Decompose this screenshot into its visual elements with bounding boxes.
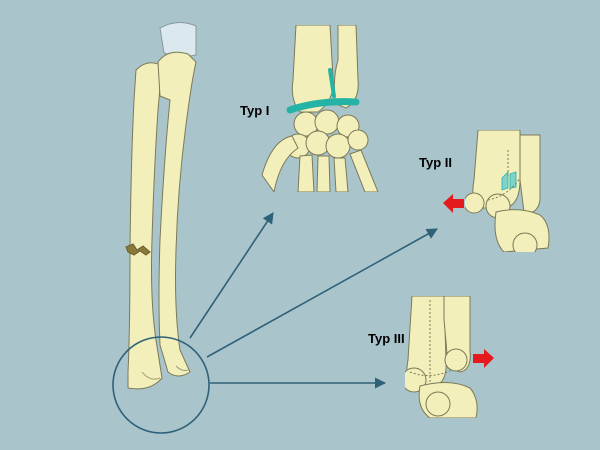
displacement-arrow-typ2 bbox=[443, 194, 464, 213]
arrow-to-typ2 bbox=[206, 228, 438, 358]
ulna-bone bbox=[127, 62, 163, 390]
displacement-arrow-typ3 bbox=[473, 349, 494, 368]
growth-plate-typ2 bbox=[501, 171, 517, 191]
label-typ3: Typ III bbox=[368, 331, 405, 346]
growth-plate-typ1 bbox=[286, 98, 360, 114]
forearm-bones bbox=[125, 22, 197, 390]
label-typ2: Typ II bbox=[419, 155, 452, 170]
typ3-ankle-illustration bbox=[405, 296, 478, 418]
radius-bone bbox=[157, 51, 197, 377]
typ2-ankle-illustration bbox=[465, 130, 550, 252]
fracture-mark bbox=[125, 243, 151, 256]
typ1-wrist-illustration bbox=[261, 25, 379, 192]
label-typ1: Typ I bbox=[240, 103, 270, 118]
pointer-arrows bbox=[189, 212, 438, 389]
zoom-circle bbox=[112, 336, 210, 434]
elbow-cartilage-cap bbox=[159, 22, 197, 57]
arrow-to-typ1 bbox=[189, 212, 274, 339]
